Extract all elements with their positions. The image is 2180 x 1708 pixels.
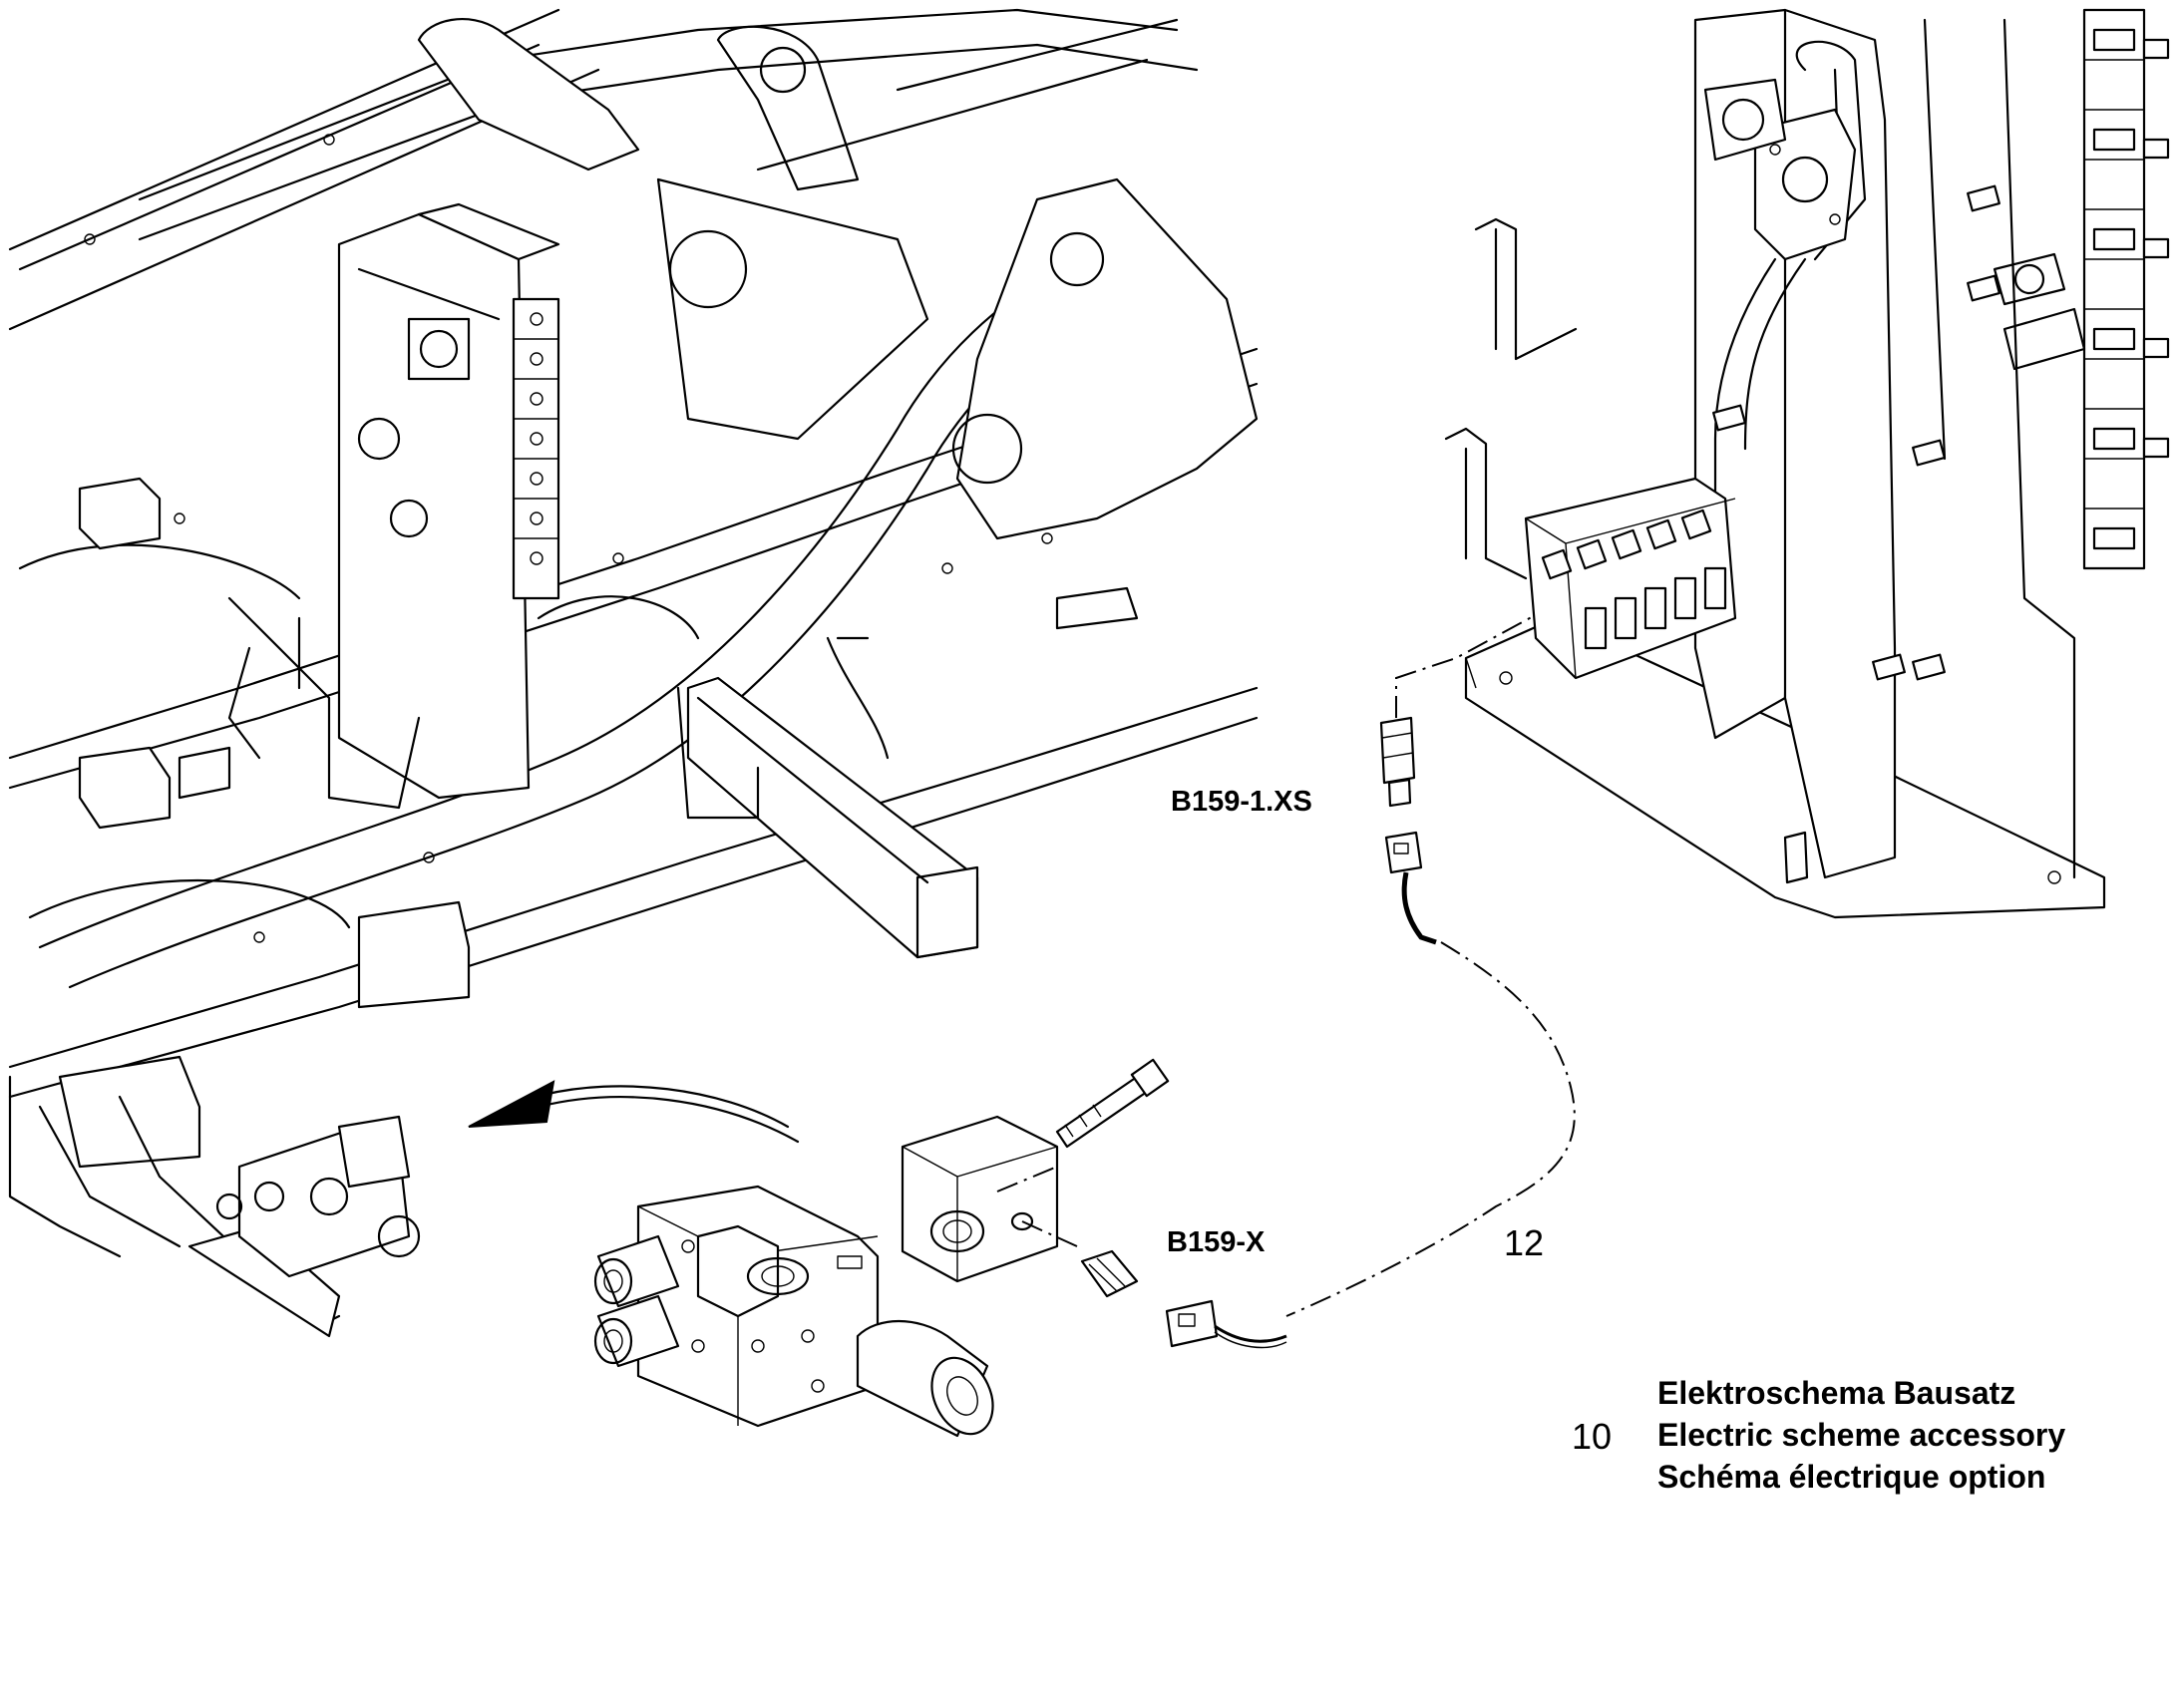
legend-line-french: Schéma électrique option <box>1657 1459 2046 1495</box>
legend-line-english: Electric scheme accessory <box>1657 1417 2066 1453</box>
legend-description: Elektroschema Bausatz Electric scheme ac… <box>1657 1372 2065 1498</box>
connector-label-b159-x: B159-X <box>1167 1226 1266 1258</box>
valve-tower-detail <box>1444 8 2170 919</box>
exploded-valve-assembly <box>593 1058 1170 1438</box>
position-number-12: 12 <box>1504 1222 1545 1263</box>
undercarriage-frame <box>8 8 1259 1338</box>
legend-line-german: Elektroschema Bausatz <box>1657 1375 2016 1411</box>
legend-item-number: 10 <box>1572 1416 1613 1457</box>
connector-label-b159-1xs: B159-1.XS <box>1171 786 1312 818</box>
wire-harness-12 <box>1165 398 1816 1349</box>
direction-arrow <box>468 1080 800 1144</box>
